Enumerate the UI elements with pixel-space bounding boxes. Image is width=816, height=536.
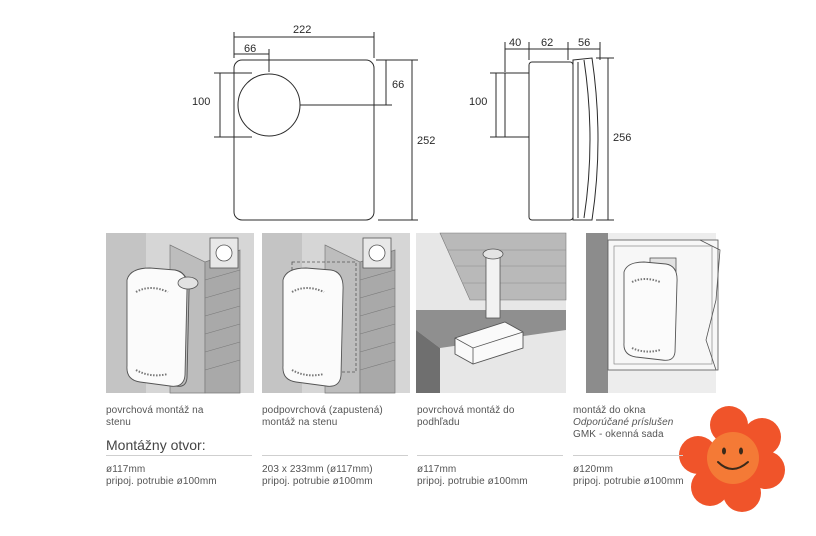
spec-1: ø117mm pripoj. potrubie ø100mm	[106, 464, 256, 488]
separator-2	[262, 455, 408, 456]
opening-heading: Montážny otvor:	[106, 437, 206, 453]
dim-front-width: 222	[293, 24, 311, 36]
caption-1-line-1: povrchová montáž na	[106, 405, 204, 416]
accessory-value: GMK - okenná sada	[573, 429, 664, 440]
side-view-cover	[572, 57, 599, 221]
side-view	[490, 42, 614, 221]
spec-3-pipe: pripoj. potrubie ø100mm	[417, 476, 528, 487]
caption-4-line-1: montáž do okna	[573, 405, 646, 416]
spec-4-opening: ø120mm	[573, 464, 614, 475]
spec-2: 203 x 233mm (ø117mm) pripoj. potrubie ø1…	[262, 464, 412, 488]
spec-2-opening: 203 x 233mm (ø117mm)	[262, 464, 373, 475]
dim-front-hole: 100	[192, 96, 210, 108]
separator-1	[106, 455, 252, 456]
dim-front-height: 252	[417, 135, 435, 147]
dim-front-offset-top: 66	[392, 79, 404, 91]
dim-side-height: 256	[613, 132, 631, 144]
caption-2: podpovrchová (zapustená) montáž na stenu	[262, 405, 412, 429]
spec-1-opening: ø117mm	[106, 464, 146, 475]
install-illustration-3	[416, 232, 567, 393]
separator-3	[417, 455, 563, 456]
spec-3-opening: ø117mm	[417, 464, 457, 475]
dim-front-offset-left: 66	[244, 43, 256, 55]
front-view-outlet-circle	[237, 73, 301, 137]
separator-4	[573, 455, 683, 456]
install-illustration-2	[262, 233, 410, 394]
caption-3: povrchová montáž do podhľadu	[417, 405, 567, 429]
spec-4: ø120mm pripoj. potrubie ø100mm	[573, 464, 695, 488]
caption-3-line-2: podhľadu	[417, 417, 460, 428]
caption-2-line-1: podpovrchová (zapustená)	[262, 405, 383, 416]
caption-1: povrchová montáž na stenu	[106, 405, 256, 429]
caption-3-line-1: povrchová montáž do	[417, 405, 515, 416]
spec-2-pipe: pripoj. potrubie ø100mm	[262, 476, 373, 487]
dim-side-depth-3: 56	[578, 37, 590, 49]
accessory-label: Odporúčané príslušen	[573, 417, 674, 428]
side-view-pipe	[504, 72, 530, 138]
dim-side-pipe: 100	[469, 96, 487, 108]
install-illustration-4	[586, 233, 721, 393]
caption-1-line-2: stenu	[106, 417, 131, 428]
smiling-flower-icon	[679, 406, 785, 512]
side-view-body	[528, 61, 574, 221]
dim-side-depth-1: 40	[509, 37, 521, 49]
spec-4-pipe: pripoj. potrubie ø100mm	[573, 476, 684, 487]
install-illustration-1	[106, 233, 254, 394]
caption-2-line-2: montáž na stenu	[262, 417, 338, 428]
spec-3: ø117mm pripoj. potrubie ø100mm	[417, 464, 567, 488]
caption-4: montáž do okna Odporúčané príslušen GMK …	[573, 405, 713, 441]
spec-1-pipe: pripoj. potrubie ø100mm	[106, 476, 217, 487]
dim-side-depth-2: 62	[541, 37, 553, 49]
front-view	[214, 32, 418, 221]
